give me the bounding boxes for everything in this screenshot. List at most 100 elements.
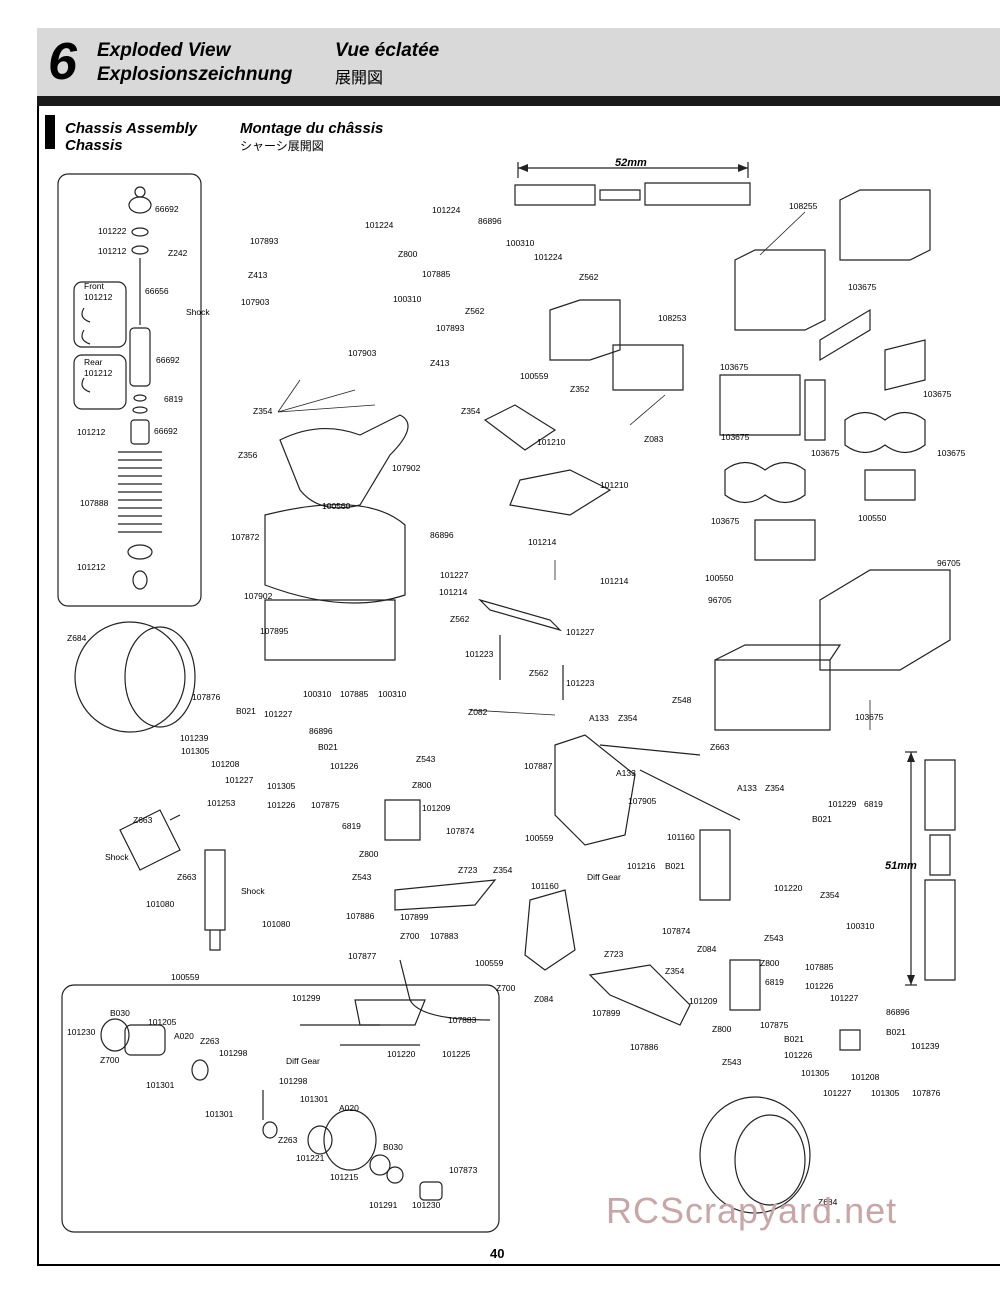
part-label: B021 — [784, 1034, 804, 1044]
part-label: 101291 — [369, 1200, 398, 1210]
part-label: 101227 — [830, 993, 859, 1003]
part-label: Shock — [186, 307, 210, 317]
part-label: 100310 — [506, 238, 535, 248]
part-label: 101215 — [330, 1172, 359, 1182]
part-label: 101227 — [225, 775, 254, 785]
part-label: 107893 — [436, 323, 465, 333]
part-label: 101229 — [828, 799, 857, 809]
part-label: Z263 — [278, 1135, 298, 1145]
part-label: 107885 — [422, 269, 451, 279]
part-label: 100310 — [393, 294, 422, 304]
part-label: Z354 — [461, 406, 481, 416]
part-label: 101080 — [262, 919, 291, 929]
part-label: 101230 — [412, 1200, 441, 1210]
part-label: 103675 — [923, 389, 952, 399]
part-label: Z084 — [534, 994, 554, 1004]
part-label: A020 — [174, 1031, 194, 1041]
part-label: 107899 — [400, 912, 429, 922]
part-label: 103675 — [811, 448, 840, 458]
part-label: Z663 — [133, 815, 153, 825]
part-label: 103675 — [937, 448, 966, 458]
part-label: B021 — [886, 1027, 906, 1037]
part-label: B021 — [812, 814, 832, 824]
part-label: Z800 — [359, 849, 379, 859]
part-label: 101208 — [851, 1072, 880, 1082]
part-label: Z354 — [253, 406, 273, 416]
part-label: 100559 — [475, 958, 504, 968]
part-label: Front — [84, 281, 104, 291]
part-label: 101226 — [330, 761, 359, 771]
part-label: 101220 — [774, 883, 803, 893]
part-label: 101305 — [181, 746, 210, 756]
part-label: 101227 — [566, 627, 595, 637]
front-left-wheel — [74, 621, 186, 733]
part-label: 101301 — [146, 1080, 175, 1090]
part-label: A133 — [589, 713, 609, 723]
part-label: Z084 — [697, 944, 717, 954]
part-label: Z548 — [672, 695, 692, 705]
part-label: 107876 — [912, 1088, 941, 1098]
part-label: Z354 — [493, 865, 513, 875]
part-label: 101305 — [871, 1088, 900, 1098]
rear-bulkhead — [554, 734, 636, 846]
part-label: 86896 — [478, 216, 502, 226]
step-header — [37, 28, 1000, 96]
title-japanese: 展開図 — [335, 70, 384, 87]
part-label: 66656 — [145, 286, 169, 296]
shock-callout-box — [57, 173, 202, 607]
part-label: Z543 — [722, 1057, 742, 1067]
part-label: 107899 — [592, 1008, 621, 1018]
part-label: Z800 — [398, 249, 418, 259]
part-label: 100560 — [322, 501, 351, 511]
part-label: 107872 — [231, 532, 260, 542]
part-label: 107886 — [346, 911, 375, 921]
part-label: 107875 — [311, 800, 340, 810]
part-label: Diff Gear — [286, 1056, 320, 1066]
part-label: 101239 — [911, 1041, 940, 1051]
part-label: 101160 — [667, 832, 695, 842]
part-label: A020 — [339, 1103, 359, 1113]
section-title-english: Chassis Assembly — [65, 120, 198, 137]
part-label: Z413 — [248, 270, 268, 280]
part-label: Z562 — [529, 668, 549, 678]
part-label: 100559 — [520, 371, 549, 381]
part-label: 107902 — [244, 591, 273, 601]
part-label: Shock — [105, 852, 129, 862]
part-label: 101221 — [296, 1153, 325, 1163]
part-label: 103675 — [721, 432, 750, 442]
part-label: 101212 — [98, 246, 127, 256]
part-label: Z700 — [400, 931, 420, 941]
part-label: 107874 — [662, 926, 691, 936]
part-label: 107883 — [448, 1015, 477, 1025]
part-label: 107888 — [80, 498, 109, 508]
part-label: Rear — [84, 357, 103, 367]
part-label: 107874 — [446, 826, 475, 836]
part-label: Z562 — [450, 614, 470, 624]
part-label: 107905 — [628, 796, 657, 806]
part-label: 107877 — [348, 951, 377, 961]
part-label: 101080 — [146, 899, 175, 909]
part-label: B021 — [665, 861, 685, 871]
part-label: 86896 — [430, 530, 454, 540]
part-label: Z242 — [168, 248, 188, 258]
dimension-52mm: 52mm — [615, 157, 647, 169]
part-label: 103675 — [711, 516, 740, 526]
part-label: 6819 — [765, 977, 784, 987]
part-label: 101208 — [211, 759, 240, 769]
part-label: 107886 — [630, 1042, 659, 1052]
part-label: 101210 — [537, 437, 566, 447]
section-title-french: Montage du châssis — [240, 120, 384, 137]
rear-right-wheel — [699, 1096, 811, 1214]
part-label: 101212 — [84, 292, 113, 302]
part-label: 101214 — [528, 537, 557, 547]
part-label: Z800 — [760, 958, 780, 968]
part-label: Z354 — [820, 890, 840, 900]
part-label: 100559 — [171, 972, 200, 982]
part-label: 100310 — [303, 689, 332, 699]
part-label: 101223 — [566, 678, 595, 688]
part-label: 101226 — [805, 981, 834, 991]
part-label: 101224 — [365, 220, 394, 230]
page-frame-bottom — [37, 1264, 1000, 1266]
title-french: Vue éclatée — [335, 40, 440, 61]
